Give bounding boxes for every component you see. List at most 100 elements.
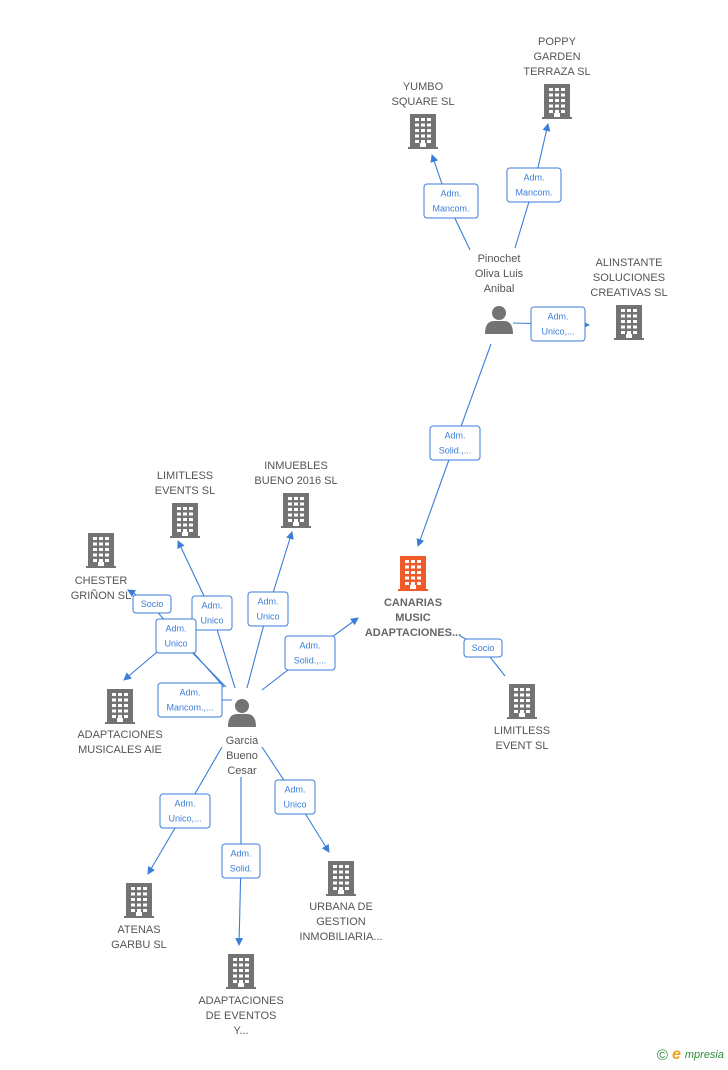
node-label: LIMITLESS	[494, 725, 550, 737]
building-icon[interactable]	[226, 954, 256, 989]
edge-label-text: Adm.	[299, 641, 320, 651]
edge-label-text: Unico	[164, 639, 187, 649]
node-label: MUSICALES AIE	[78, 744, 162, 756]
edge-label-garcia-adaptaciones-eventos[interactable]: Adm. Solid.	[221, 843, 261, 879]
building-icon[interactable]	[326, 861, 356, 896]
node-label: YUMBO	[403, 81, 444, 93]
edge-label-text: Solid.	[230, 864, 253, 874]
edge-label-text: Unico,...	[168, 814, 201, 824]
building-icon[interactable]	[281, 493, 311, 528]
node-label: ADAPTACIONES	[77, 729, 162, 741]
building-icon[interactable]	[542, 84, 572, 119]
edge-label-canarias-limitless-event[interactable]: Socio	[463, 638, 503, 658]
edge-label-pinochet-poppy[interactable]: Adm. Mancom.	[506, 167, 562, 203]
edge-label-text: Mancom.	[432, 204, 469, 214]
node-limitless_event[interactable]: LIMITLESS EVENT SL	[494, 684, 550, 752]
node-label: POPPY	[538, 36, 577, 48]
node-label: MUSIC	[395, 612, 431, 624]
node-urbana[interactable]: URBANA DE GESTION INMOBILIARIA...	[299, 861, 383, 943]
edge-label-text: Adm.	[174, 799, 195, 809]
building-icon[interactable]	[124, 883, 154, 918]
node-label: CREATIVAS SL	[590, 287, 667, 299]
building-icon[interactable]	[507, 684, 537, 719]
node-label: ADAPTACIONES	[198, 995, 283, 1007]
node-label: LIMITLESS	[157, 470, 213, 482]
node-label: Pinochet	[478, 253, 521, 265]
node-label: Y...	[233, 1025, 248, 1037]
node-label: TERRAZA SL	[523, 66, 590, 78]
edge-label-text: Socio	[472, 643, 495, 653]
building-icon[interactable]	[170, 503, 200, 538]
edge-label-garcia-atenas[interactable]: Adm. Unico,...	[159, 793, 211, 829]
building-icon[interactable]	[86, 533, 116, 568]
person-icon[interactable]	[228, 699, 256, 727]
edge-label-text: Adm.	[257, 597, 278, 607]
node-canarias[interactable]: CANARIASMUSICADAPTACIONES...	[365, 556, 461, 639]
node-label: EVENT SL	[496, 740, 549, 752]
building-icon[interactable]	[408, 114, 438, 149]
node-label: Oliva Luis	[475, 268, 524, 280]
node-label: CANARIAS	[384, 597, 442, 609]
edge-label-text: Unico	[283, 800, 306, 810]
node-inmuebles[interactable]: INMUEBLES BUENO 2016 SL	[254, 460, 338, 528]
edge-label-text: Unico,...	[541, 327, 574, 337]
edge-label-text: Adm.	[547, 312, 568, 322]
node-label: SQUARE SL	[392, 96, 455, 108]
edge-label-garcia-chester[interactable]: Socio	[132, 594, 172, 614]
person-icon[interactable]	[485, 306, 513, 334]
node-label: Anibal	[484, 283, 515, 295]
building-icon[interactable]	[614, 305, 644, 340]
edge-labels-layer: Adm. Mancom. Adm. Mancom. Adm. Unico,... Adm. S…	[132, 167, 586, 879]
node-label: INMUEBLES	[264, 460, 328, 472]
node-label: GESTION	[316, 916, 366, 928]
node-yumbo[interactable]: YUMBO SQUARE SL	[392, 81, 455, 149]
node-label: BUENO 2016 SL	[254, 475, 337, 487]
node-label: Bueno	[226, 750, 258, 762]
node-label: URBANA DE	[309, 901, 373, 913]
node-label: GRIÑON SL	[71, 589, 132, 602]
edge-label-text: Socio	[141, 599, 164, 609]
node-limitless_events[interactable]: LIMITLESS EVENTS SL	[155, 470, 216, 538]
edge-label-pinochet-yumbo[interactable]: Adm. Mancom.	[423, 183, 479, 219]
edge-label-text: Adm.	[165, 624, 186, 634]
node-adaptaciones_musicales[interactable]: ADAPTACIONES MUSICALES AIE	[77, 689, 163, 756]
edge-label-text: Solid.,...	[294, 656, 327, 666]
edge-label-text: Unico	[256, 612, 279, 622]
node-label: SOLUCIONES	[593, 272, 665, 284]
edge-label-pinochet-canarias[interactable]: Adm. Solid.,...	[429, 425, 481, 461]
edge-label-pinochet-alinstante[interactable]: Adm. Unico,...	[530, 306, 586, 342]
edge-label-text: Solid.,...	[439, 446, 472, 456]
node-label: INMOBILIARIA...	[299, 931, 382, 943]
node-label: ATENAS	[117, 924, 160, 936]
node-adaptaciones_eventos[interactable]: ADAPTACIONES DE EVENTOS Y...	[198, 954, 284, 1037]
edge-label-text: Adm.	[440, 189, 461, 199]
edge-label-garcia-adaptaciones-musicales[interactable]: Adm. Unico	[155, 618, 197, 654]
brand-logo-initial: e	[671, 1046, 681, 1063]
edge-label-text: Adm.	[523, 173, 544, 183]
edge-label-garcia-canarias[interactable]: Adm. Solid.,...	[284, 635, 336, 671]
copyright-icon: ©	[656, 1046, 668, 1064]
building-icon[interactable]	[398, 556, 428, 591]
edge-label-text: Adm.	[201, 601, 222, 611]
edge-label-text: Adm.	[444, 431, 465, 441]
edge-label-garcia-urbana[interactable]: Adm. Unico	[274, 779, 316, 815]
node-label: DE EVENTOS	[206, 1010, 277, 1022]
edge-label-garcia-inmuebles[interactable]: Adm. Unico	[247, 591, 289, 627]
edge-label-text: Adm.	[179, 688, 200, 698]
edge-label-text: Adm.	[230, 849, 251, 859]
edge-label-garcia-limitless-events[interactable]: Adm.Unico	[191, 595, 233, 631]
edge-label-garcia-mancom[interactable]: Adm.Mancom.,...	[157, 682, 223, 718]
brand-logo-text: mpresia	[684, 1049, 724, 1061]
node-label: Cesar	[227, 765, 257, 777]
edge-label-text: Adm.	[284, 785, 305, 795]
node-label: EVENTS SL	[155, 485, 216, 497]
edge-label-text: Mancom.	[515, 188, 552, 198]
building-icon[interactable]	[105, 689, 135, 724]
